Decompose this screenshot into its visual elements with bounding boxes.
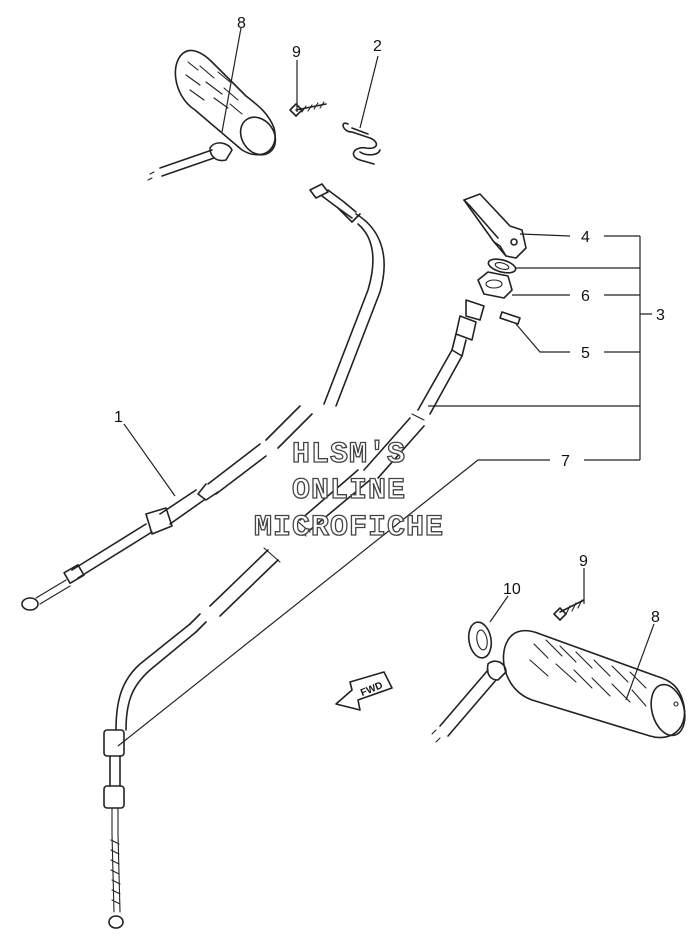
right-handlebar-grip: [431, 629, 686, 743]
callout-6: 6: [581, 288, 590, 305]
cable-1: [21, 183, 385, 611]
watermark-line-2: ONLINE: [292, 474, 406, 508]
watermark: HLSM'S ONLINE MICROFICHE: [253, 437, 444, 545]
fwd-label: FWD: [359, 680, 384, 699]
callout-10: 10: [503, 581, 521, 598]
watermark-line-1: HLSM'S: [292, 438, 406, 472]
callout-9-bottom: 9: [579, 553, 588, 570]
grip-washer: [467, 621, 493, 659]
callout-5: 5: [581, 345, 590, 362]
throttle-nut: [477, 271, 513, 299]
callout-9-top: 9: [292, 44, 301, 61]
callout-7: 7: [561, 453, 570, 470]
throttle-washer: [487, 258, 517, 274]
callout-8-bottom: 8: [651, 609, 660, 626]
callout-4: 4: [581, 229, 590, 246]
spring-clip: [342, 122, 381, 165]
top-grip-screw: [289, 101, 327, 117]
forward-direction-arrow: FWD: [335, 671, 393, 711]
leader-lines: [117, 27, 655, 747]
throttle-lever: [463, 193, 527, 259]
watermark-line-3: MICROFICHE: [254, 511, 444, 545]
bottom-grip-screw: [553, 599, 585, 621]
throttle-cable-adjuster: [411, 299, 485, 421]
cable-7: [103, 417, 425, 929]
callout-1: 1: [114, 409, 123, 426]
callout-8-top: 8: [237, 15, 246, 32]
callout-2: 2: [373, 38, 382, 55]
throttle-pin: [499, 311, 521, 325]
left-handlebar-grip: [147, 49, 277, 181]
callout-3: 3: [656, 307, 665, 324]
callout-numbers: 1 2 3 4 5 6 7 8 8 9 9 10: [114, 15, 665, 626]
